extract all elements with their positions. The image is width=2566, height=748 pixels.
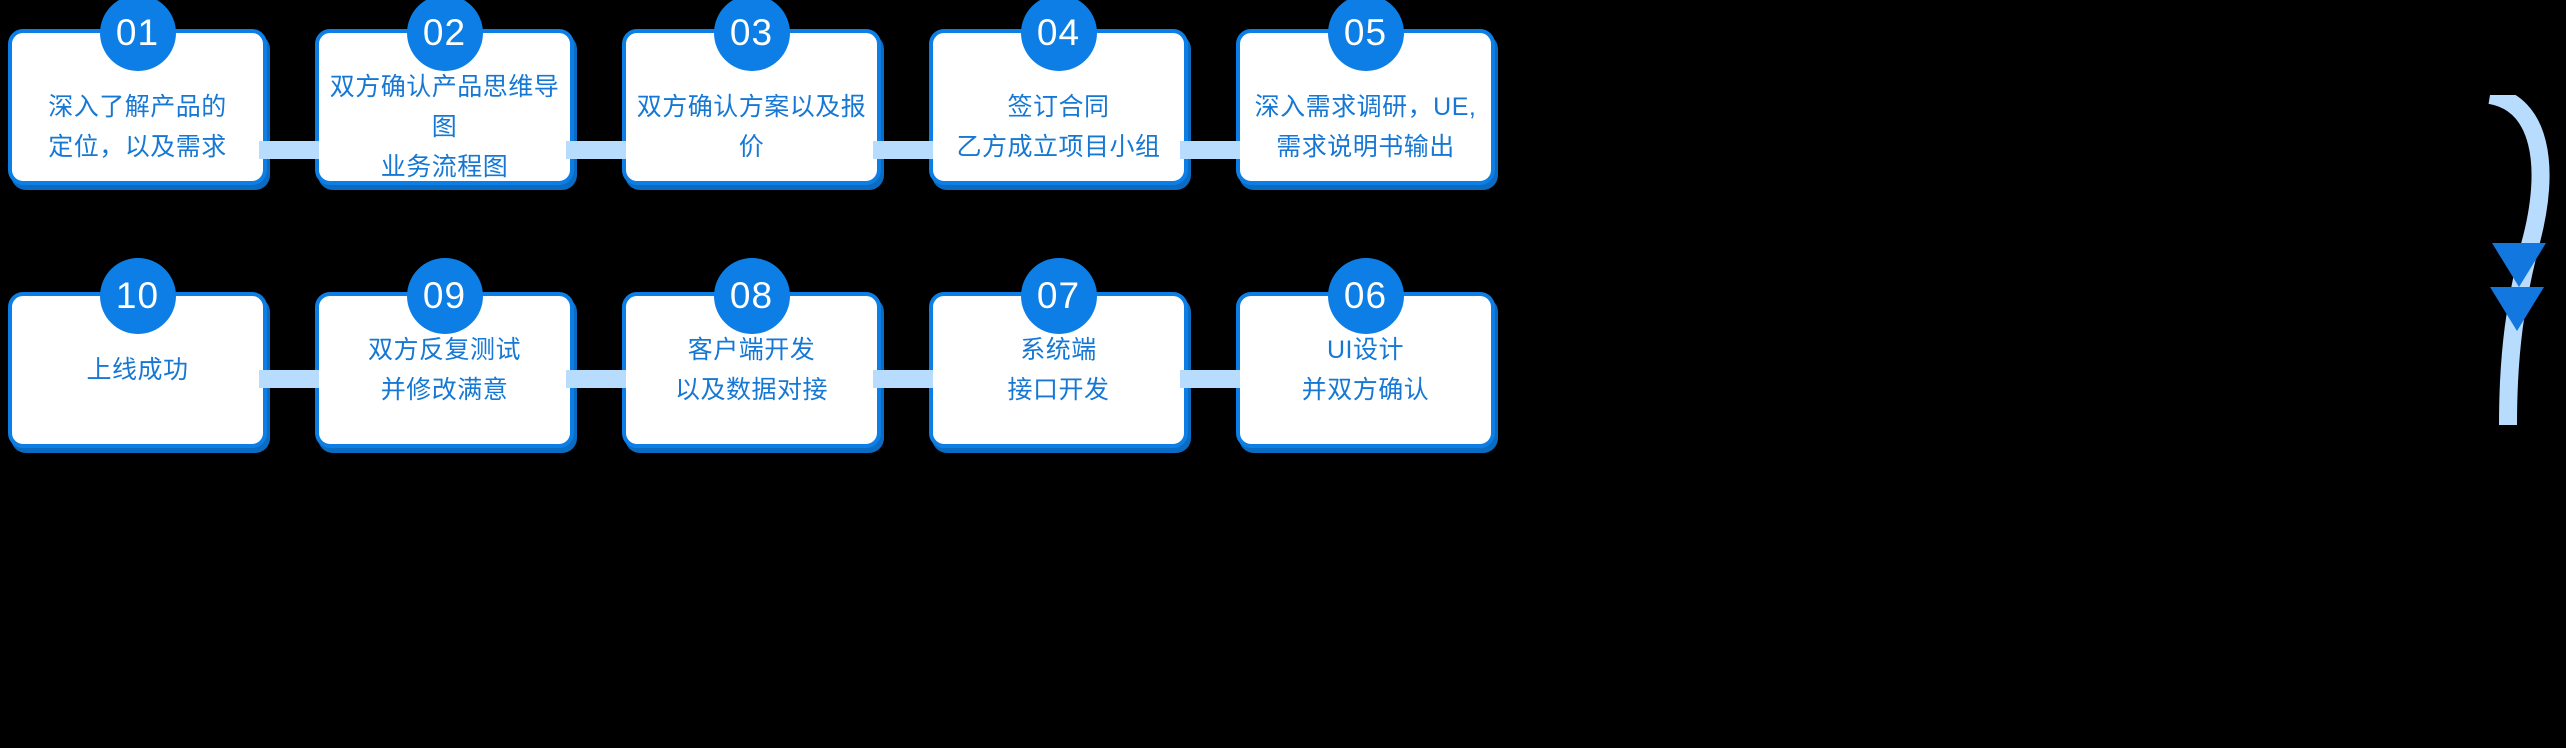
connector-04-05 — [1180, 141, 1240, 159]
step-badge-02: 02 — [406, 0, 483, 71]
bottom-row: 10 上线成功 09 双方反复测试 并修改满意 08 客户端开发 以及数据对接 … — [0, 258, 2566, 448]
step-badge-06: 06 — [1327, 258, 1404, 334]
top-row: 01 深入了解产品的 定位，以及需求 02 双方确认产品思维导图 业务流程图 0… — [0, 0, 2566, 185]
step-label-01: 深入了解产品的 定位，以及需求 — [48, 93, 227, 161]
step-badge-01: 01 — [99, 0, 176, 71]
step-label-06: UI设计 并双方确认 — [1301, 336, 1430, 404]
step-card-01[interactable]: 01 深入了解产品的 定位，以及需求 — [8, 0, 267, 185]
connector-08-07 — [873, 370, 933, 388]
step-label-10: 上线成功 — [86, 356, 189, 384]
step-label-09: 双方反复测试 并修改满意 — [367, 336, 521, 404]
connector-10-09 — [259, 370, 319, 388]
step-card-10[interactable]: 10 上线成功 — [8, 258, 267, 448]
step-card-06[interactable]: 06 UI设计 并双方确认 — [1236, 258, 1495, 448]
step-badge-10: 10 — [99, 258, 176, 334]
step-card-07[interactable]: 07 系统端 接口开发 — [929, 258, 1188, 448]
step-card-02[interactable]: 02 双方确认产品思维导图 业务流程图 — [315, 0, 574, 185]
step-card-08[interactable]: 08 客户端开发 以及数据对接 — [622, 258, 881, 448]
step-badge-08: 08 — [713, 258, 790, 334]
step-badge-09: 09 — [406, 258, 483, 334]
step-badge-05: 05 — [1327, 0, 1404, 71]
connector-02-03 — [566, 141, 626, 159]
step-badge-04: 04 — [1020, 0, 1097, 71]
step-label-03: 双方确认方案以及报价 — [636, 93, 867, 161]
step-card-04[interactable]: 04 签订合同 乙方成立项目小组 — [929, 0, 1188, 185]
connector-01-02 — [259, 141, 319, 159]
connector-09-08 — [566, 370, 626, 388]
step-badge-07: 07 — [1020, 258, 1097, 334]
arrowhead-upper-icon — [2492, 243, 2546, 287]
step-label-02: 双方确认产品思维导图 业务流程图 — [329, 73, 560, 181]
step-card-05[interactable]: 05 深入需求调研，UE, 需求说明书输出 — [1236, 0, 1495, 185]
connector-03-04 — [873, 141, 933, 159]
step-card-03[interactable]: 03 双方确认方案以及报价 — [622, 0, 881, 185]
step-label-04: 签订合同 乙方成立项目小组 — [956, 93, 1161, 161]
step-label-08: 客户端开发 以及数据对接 — [674, 336, 828, 404]
step-label-05: 深入需求调研，UE, 需求说明书输出 — [1254, 93, 1477, 161]
connector-07-06 — [1180, 370, 1240, 388]
step-badge-03: 03 — [713, 0, 790, 71]
step-card-09[interactable]: 09 双方反复测试 并修改满意 — [315, 258, 574, 448]
step-label-07: 系统端 接口开发 — [1007, 336, 1110, 404]
